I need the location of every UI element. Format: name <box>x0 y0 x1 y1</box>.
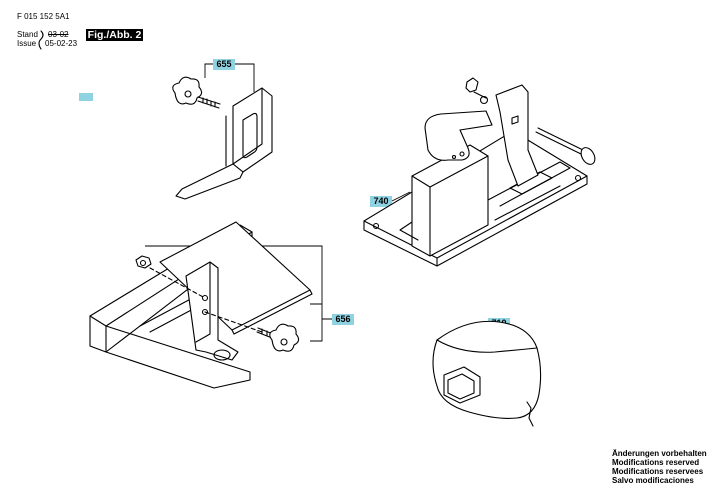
leader-656 <box>145 245 332 342</box>
bolt-655 <box>197 96 221 109</box>
long-bolt-740 <box>535 127 584 155</box>
part-number: F 015 152 5A1 <box>17 12 70 21</box>
part-656-slide-table <box>89 221 332 389</box>
hole-740-a <box>372 222 380 230</box>
housing-740-foot <box>399 221 419 241</box>
note-es: Salvo modificaciones <box>612 476 694 485</box>
issue-bracket <box>38 30 44 50</box>
legend-marker <box>79 93 93 101</box>
top-plate-740 <box>424 110 493 161</box>
callout-740: 740 <box>370 196 392 207</box>
slide-plate-656-edge <box>231 289 313 335</box>
part-740-base <box>363 77 596 267</box>
callout-656: 656 <box>332 314 354 325</box>
top-plate-740-hole-b <box>451 154 457 160</box>
bag-body-710-seam <box>436 339 538 353</box>
top-plate-740-hole-a <box>459 151 465 157</box>
note-de: Änderungen vorbehalten <box>612 449 707 458</box>
note-en: Modifications reserved <box>612 458 700 467</box>
bracket-656-boss <box>213 349 231 361</box>
long-bolt-740-head <box>580 147 596 165</box>
fence-740 <box>495 84 539 187</box>
bracket-656-hole-b <box>201 308 209 316</box>
callout-655: 655 <box>213 59 235 70</box>
plate-655-edge <box>232 87 263 165</box>
figure-label: Fig./Abb. 2 <box>86 29 143 41</box>
knob-740-shaft <box>473 91 487 99</box>
housing-740-edge <box>411 155 489 257</box>
knob-656 <box>269 323 300 352</box>
bracket-656-edge <box>195 261 211 343</box>
rail-656-lower <box>105 325 251 389</box>
stand-label: Stand <box>17 30 38 39</box>
bag-clip-710 <box>526 401 534 427</box>
part-655-angle-guide <box>172 63 273 200</box>
nut-656 <box>135 255 152 269</box>
hole-740-b <box>574 174 582 182</box>
knob-740 <box>465 77 479 93</box>
fence-740-slot <box>511 115 519 125</box>
note-fr: Modifications reservees <box>612 467 704 476</box>
foot-655 <box>175 163 244 200</box>
leader-655-b <box>235 63 255 92</box>
bracket-656-hole-a <box>201 294 209 302</box>
knob-656-hub <box>280 338 288 346</box>
slide-plate-656 <box>159 221 311 331</box>
leader-655-a <box>204 63 213 78</box>
bag-port-710-inner <box>447 373 475 400</box>
base-plate-740-edge <box>363 175 588 267</box>
nut-656-hole <box>139 259 147 267</box>
knob-hub-655 <box>184 90 192 98</box>
part-710-dust-bag <box>432 320 542 427</box>
alignment-line-656 <box>149 267 263 333</box>
housing-740 <box>411 144 489 257</box>
bag-body-710 <box>432 320 542 419</box>
bolt-656 <box>256 327 279 341</box>
old-date: 03-02 <box>48 30 69 39</box>
slot-655 <box>242 112 258 159</box>
issue-label: Issue <box>17 39 37 48</box>
bracket-656 <box>185 261 239 361</box>
new-date: 05-02-23 <box>45 39 78 48</box>
leader-740 <box>391 191 411 202</box>
